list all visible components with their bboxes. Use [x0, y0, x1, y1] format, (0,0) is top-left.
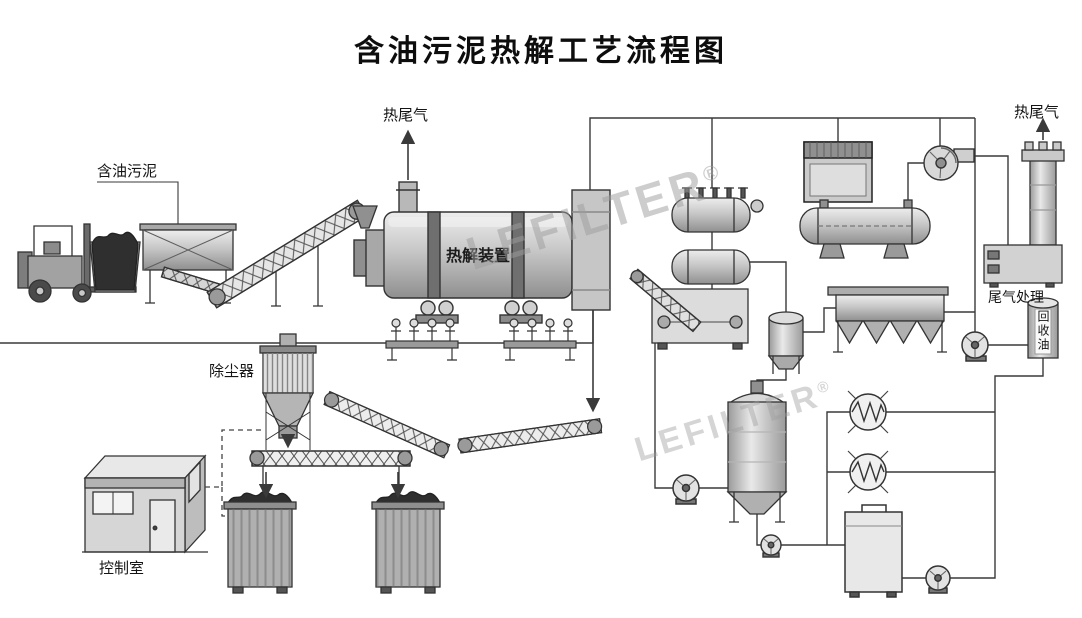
feed-hopper	[139, 223, 237, 304]
hot-tail-gas-kiln-label: 热尾气	[383, 107, 429, 124]
spray-condenser	[671, 187, 764, 233]
recovered-oil-tank	[1027, 297, 1059, 359]
forklift	[17, 223, 141, 303]
control-signal-lines	[205, 429, 261, 517]
water-tank-box	[844, 504, 903, 598]
control-room-label: 控制室	[99, 560, 145, 577]
oily-sludge-label: 含油污泥	[97, 163, 158, 180]
transfer-conveyor-right	[457, 418, 603, 454]
buffer-tank	[767, 311, 805, 374]
dust-collector	[259, 333, 317, 450]
pump-condensate	[961, 331, 989, 362]
cyclone-bank	[827, 286, 949, 353]
label-leader-line	[97, 181, 179, 224]
pump-tank-outlet	[760, 534, 782, 558]
burner-manifold-right	[503, 318, 577, 361]
induced-fan	[923, 145, 975, 181]
burner-manifold-left	[385, 318, 459, 361]
pyrolysis-unit-label: 热解装置	[445, 248, 510, 265]
product-conveyor	[249, 450, 413, 504]
recycle-water-tank	[726, 380, 788, 523]
hot-tail-gas-stack-label: 热尾气	[1014, 104, 1060, 121]
dust-collector-label: 除尘器	[209, 363, 255, 380]
page-title: 含油污泥热解工艺流程图	[354, 35, 728, 68]
transfer-conveyor-left	[323, 390, 451, 459]
feed-conveyor	[206, 199, 378, 309]
product-bin-2	[371, 491, 445, 594]
esp-cabinet	[803, 141, 873, 203]
recovered-oil-label: 回收油	[1036, 310, 1050, 352]
tail-gas-treatment-unit	[983, 141, 1065, 288]
oil-water-separator	[671, 249, 751, 285]
pump-cooling-water	[925, 565, 951, 594]
slag-discharge-box	[629, 268, 749, 350]
pump-recirculation	[672, 474, 700, 505]
condenser	[799, 199, 931, 259]
pyrolysis-kiln	[353, 181, 611, 324]
flow-arrows	[258, 117, 1051, 499]
control-room	[82, 454, 208, 554]
product-bin-1	[223, 491, 297, 594]
tail-gas-treatment-label: 尾气处理	[988, 289, 1044, 305]
heat-exchanger-1	[847, 390, 889, 434]
heat-exchanger-2	[847, 450, 889, 494]
